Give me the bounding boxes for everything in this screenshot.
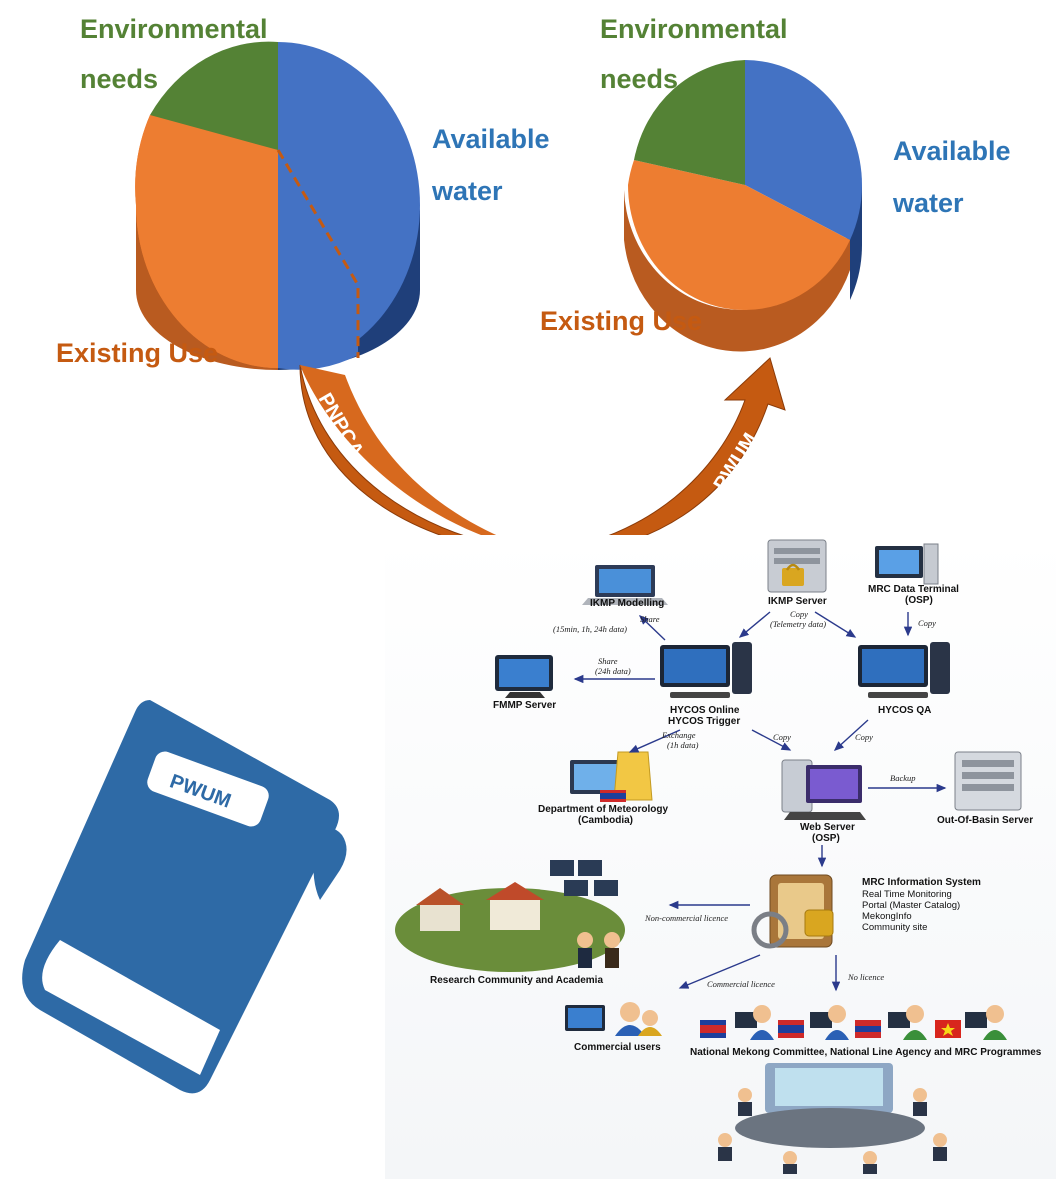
- pie-right: Environmental needs Available water Exis…: [540, 14, 1011, 352]
- mrc-info-system-icon: [751, 874, 834, 949]
- node-commercial: Commercial users: [574, 1042, 661, 1053]
- edge-label-share-model-1: Share: [640, 614, 660, 624]
- pwum-book-icon: PWUM: [22, 700, 347, 1094]
- curved-arrow-band-inner: [300, 365, 540, 552]
- pie-right-env-label-1: Environmental: [600, 14, 788, 44]
- node-mrc-info-item-1: Real Time Monitoring: [862, 889, 952, 900]
- node-dept-meteo-2: (Cambodia): [578, 815, 633, 826]
- node-mrc-terminal-2: (OSP): [905, 595, 933, 606]
- edge-hycos-to-web: [751, 729, 792, 751]
- edge-label-share-fmmp-2: (24h data): [595, 666, 631, 676]
- pie-right-env-label-2: needs: [600, 64, 678, 94]
- book-label-plate: [147, 751, 269, 827]
- pie-right-available-label-2: water: [892, 188, 964, 218]
- hycos-qa-workstation-icon: [858, 642, 950, 698]
- edge-label-no-licence: No licence: [847, 972, 884, 982]
- pie-right-existing-label: Existing Use: [540, 306, 702, 336]
- pie-left-env-label-1: Environmental: [80, 14, 268, 44]
- pie-right-slice-blue: [745, 60, 862, 240]
- edge-ikmp-to-hycos: [738, 611, 771, 638]
- book-strap: [313, 828, 347, 900]
- edge-label-copy-telemetry-2: (Telemetry data): [770, 619, 826, 629]
- edge-hycos-to-modelling: [638, 615, 666, 641]
- pie-right-slice-orange: [628, 160, 850, 310]
- research-community-illustration: [395, 860, 625, 972]
- node-research: Research Community and Academia: [430, 975, 603, 986]
- network-background: [385, 535, 1056, 1179]
- edge-label-exchange-1: Exchange: [661, 730, 696, 740]
- ikmp-modelling-laptop-icon: [582, 565, 668, 605]
- curved-arrow-band: [299, 357, 786, 557]
- pie-left-existing-label: Existing Use: [56, 338, 218, 368]
- node-ikmp-modelling: IKMP Modelling: [590, 598, 664, 609]
- pie-left-slice-orange-upper: [135, 115, 278, 368]
- node-national: National Mekong Committee, National Line…: [690, 1047, 1042, 1058]
- out-of-basin-server-icon: [954, 751, 1022, 811]
- node-mrc-info-item-2: Portal (Master Catalog): [862, 900, 960, 911]
- node-dept-meteo-1: Department of Meteorology: [538, 804, 668, 815]
- hycos-online-workstation-icon: [660, 642, 752, 698]
- edge-label-backup: Backup: [890, 773, 916, 783]
- node-mrc-info-title: MRC Information System: [862, 877, 981, 888]
- book-pages: [42, 940, 221, 1075]
- curved-arrow: PNPCA PWUM: [299, 357, 786, 557]
- pie-right-side-blue: [850, 185, 862, 300]
- pie-left-slice-blue-lower: [278, 150, 358, 370]
- pie-right-side-orange: [624, 190, 850, 352]
- edge-label-copy-telemetry-1: Copy: [790, 609, 808, 619]
- web-server-icon: [781, 759, 866, 820]
- node-fmmp-server: FMMP Server: [493, 700, 556, 711]
- pie-left-available-label-2: water: [431, 176, 503, 206]
- pie-left-env-label-2: needs: [80, 64, 158, 94]
- node-hycos-qa: HYCOS QA: [878, 705, 931, 716]
- commercial-users-icon: [565, 1002, 662, 1036]
- pie-right-available-label-1: Available: [893, 136, 1011, 166]
- edge-label-exchange-2: (1h data): [667, 740, 699, 750]
- edge-label-share-fmmp-1: Share: [598, 656, 618, 666]
- edge-label-copy-hycos: Copy: [773, 732, 791, 742]
- node-mrc-info-item-4: Community site: [862, 922, 927, 933]
- node-out-of-basin: Out-Of-Basin Server: [937, 815, 1033, 826]
- node-web-server-2: (OSP): [812, 833, 840, 844]
- edge-label-copy-terminal: Copy: [918, 618, 936, 628]
- edge-label-share-model-2: (15min, 1h, 24h data): [553, 624, 627, 634]
- edge-mrcinfo-to-commercial: [678, 954, 761, 989]
- node-ikmp-server: IKMP Server: [768, 596, 827, 607]
- pie-left-dashed-divider: [276, 149, 360, 358]
- node-hycos-online-2: HYCOS Trigger: [668, 716, 740, 727]
- edge-label-copy-qa: Copy: [855, 732, 873, 742]
- meeting-room-illustration: [718, 1063, 947, 1174]
- mrc-data-terminal-icon: [875, 543, 939, 585]
- pie-left-available-label-1: Available: [432, 124, 550, 154]
- edge-ikmp-to-qa: [814, 611, 857, 638]
- edge-label-commercial-licence: Commercial licence: [707, 979, 775, 989]
- fmmp-server-monitor-icon: [495, 655, 553, 698]
- network-diagram: IKMP Modelling IKMP Server MRC Data Term…: [385, 535, 1056, 1179]
- dept-meteorology-icon: [570, 751, 653, 802]
- edge-hycos-to-meteo: [628, 729, 681, 753]
- ikmp-server-icon: [767, 539, 827, 593]
- edge-qa-to-web: [833, 719, 869, 751]
- node-mrc-terminal-1: MRC Data Terminal: [868, 584, 959, 595]
- national-committees-icons: [700, 1005, 1007, 1040]
- pie-left: Environmental needs Available water Exis…: [56, 14, 550, 370]
- pie-right-slice-green: [634, 60, 745, 185]
- node-hycos-online-1: HYCOS Online: [670, 705, 740, 716]
- edge-label-non-commercial: Non-commercial licence: [644, 913, 728, 923]
- node-web-server-1: Web Server: [800, 822, 855, 833]
- node-mrc-info-item-3: MekongInfo: [862, 911, 912, 922]
